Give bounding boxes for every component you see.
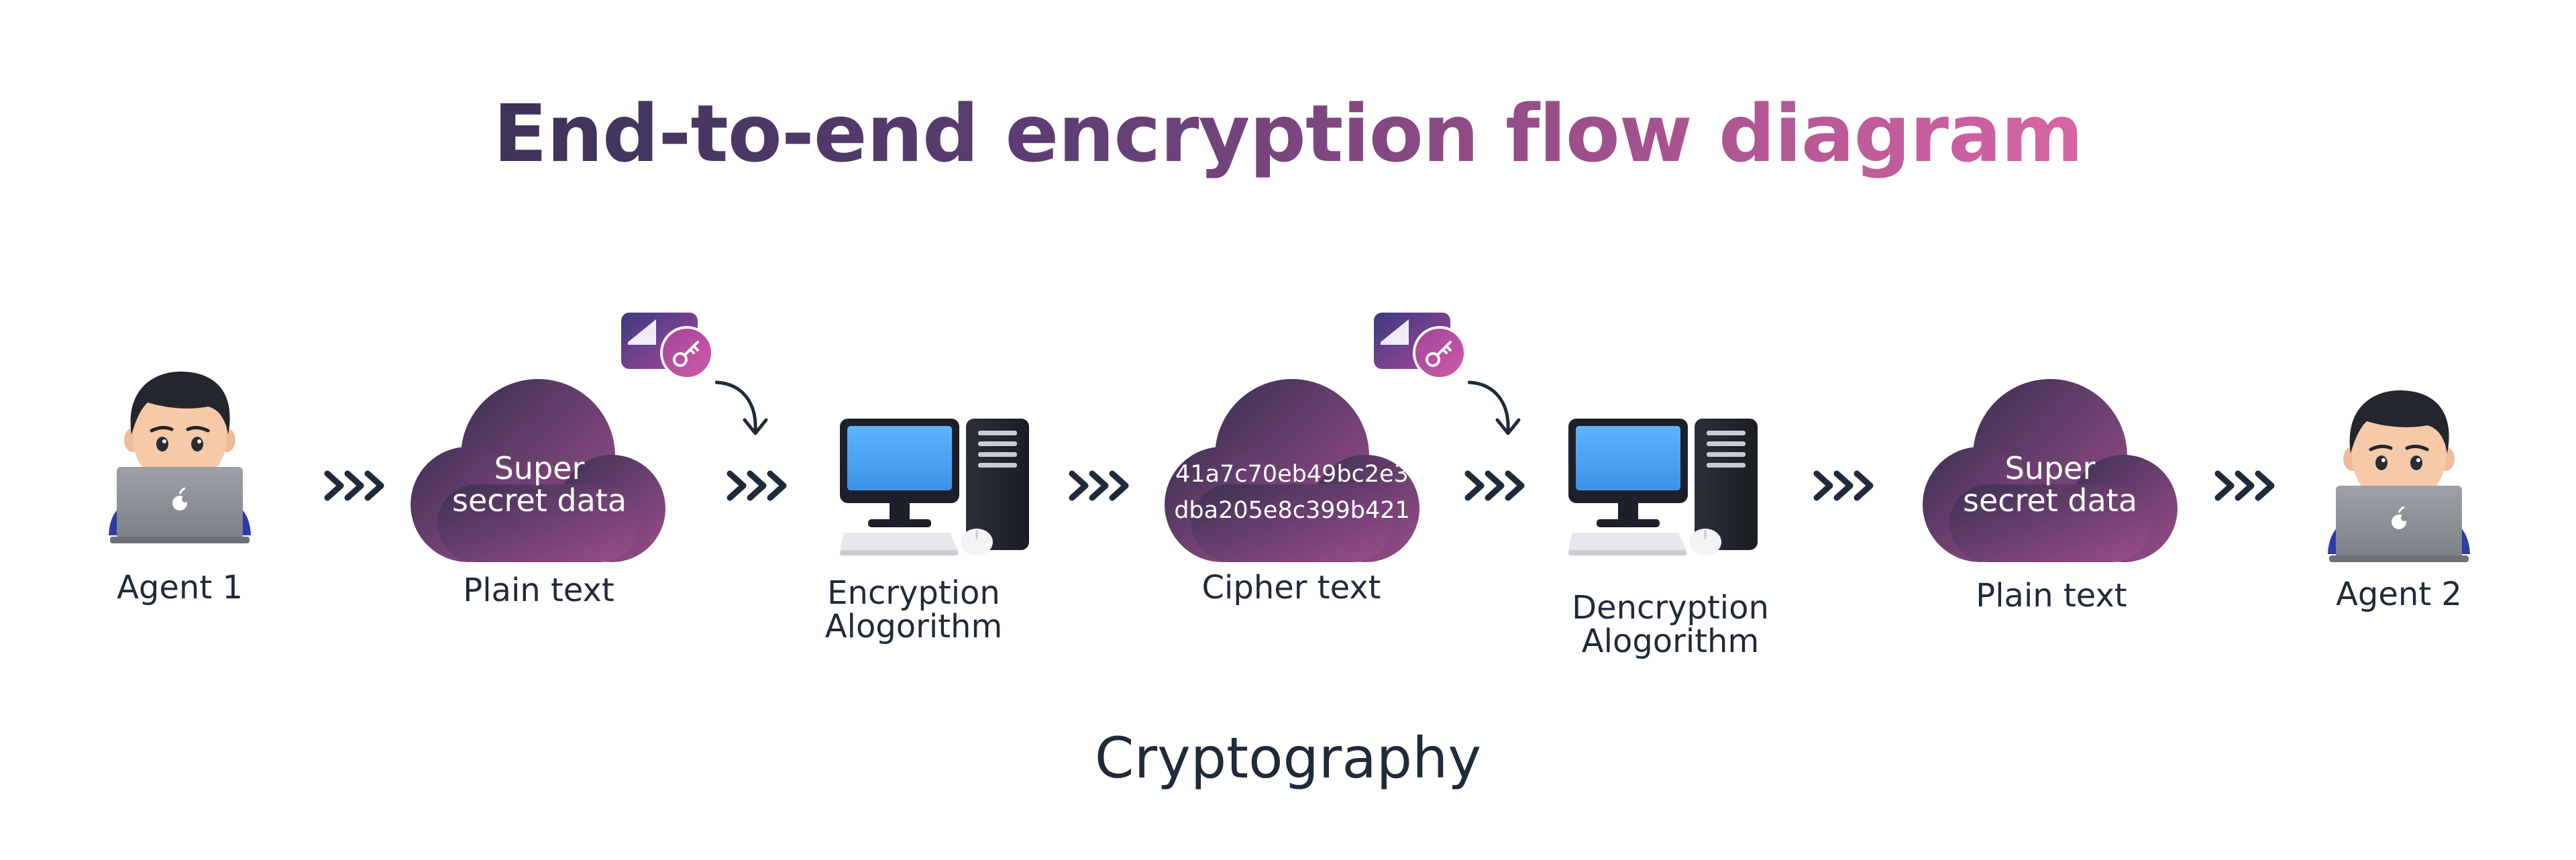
cloud-line: secret data <box>1962 482 2138 519</box>
plain-text-cloud-content: Super secret data <box>1962 450 2138 519</box>
label-line: Alogorithm <box>1581 622 1760 660</box>
cloud-line: dba205e8c399b421 <box>1174 497 1410 524</box>
person-with-laptop-icon <box>99 368 260 545</box>
cloud-line: secret data <box>451 482 627 519</box>
decryption-algorithm-label: Dencryption Alogorithm <box>1572 589 1769 660</box>
curved-arrow-icon <box>715 376 775 443</box>
chevron-arrows-icon <box>2214 470 2278 502</box>
chevron-arrows-icon <box>726 470 790 502</box>
plain-text-label: Plain text <box>1976 577 2127 614</box>
key-card-icon <box>1374 313 1466 380</box>
chevron-arrows-icon <box>1464 470 1528 502</box>
cipher-text-label: Cipher text <box>1201 569 1381 606</box>
label-line: Dencryption <box>1572 589 1769 627</box>
chevron-arrows-icon <box>323 470 388 502</box>
diagram-title: End-to-end encryption flow diagram <box>493 87 2083 180</box>
desktop-computer-icon <box>840 419 1030 557</box>
footer-caption: Cryptography <box>1094 725 1482 791</box>
chevron-arrows-icon <box>1068 470 1132 502</box>
cloud-line: 41a7c70eb49bc2e3 <box>1175 460 1409 488</box>
label-line: Alogorithm <box>824 607 1003 645</box>
label-line: Encryption <box>827 574 1000 612</box>
desktop-computer-icon <box>1568 419 1759 557</box>
agent-2-label: Agent 2 <box>2336 576 2462 613</box>
cipher-text-cloud-content: 41a7c70eb49bc2e3 dba205e8c399b421 <box>1174 456 1410 529</box>
cloud-line: Super <box>494 450 585 487</box>
person-with-laptop-icon <box>2318 386 2479 563</box>
cloud-line: Super <box>2004 450 2096 487</box>
curved-arrow-icon <box>1468 376 1528 443</box>
agent-1-label: Agent 1 <box>117 569 243 606</box>
plain-text-cloud-content: Super secret data <box>451 450 627 519</box>
encryption-algorithm-label: Encryption Alogorithm <box>824 574 1003 645</box>
chevron-arrows-icon <box>1813 470 1877 502</box>
plain-text-label: Plain text <box>463 572 614 609</box>
key-card-icon <box>621 313 714 380</box>
